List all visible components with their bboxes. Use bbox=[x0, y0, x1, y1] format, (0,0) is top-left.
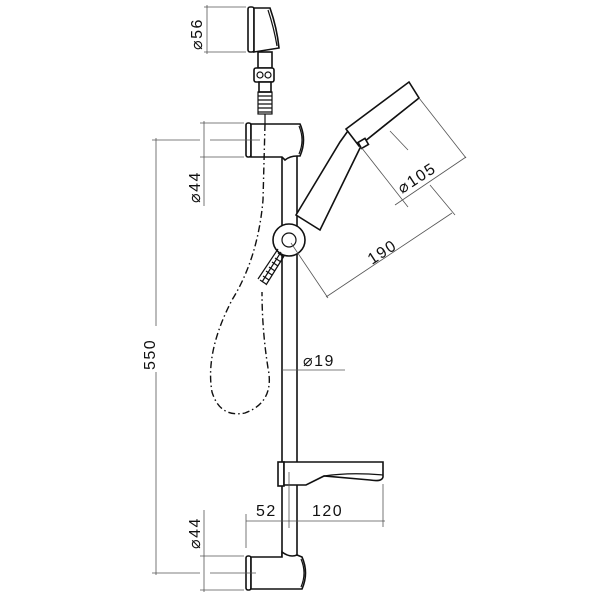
flexible-hose bbox=[209, 123, 285, 415]
soap-dish bbox=[277, 461, 384, 487]
hose-connector bbox=[253, 51, 275, 124]
label-rail-diameter: ⌀19 bbox=[303, 353, 335, 370]
label-top-bracket-diameter: ⌀44 bbox=[187, 171, 204, 203]
sliding-rail bbox=[281, 149, 298, 576]
label-soap-dish-projection: 120 bbox=[312, 503, 343, 520]
top-wall-bracket bbox=[245, 122, 305, 162]
label-outlet-diameter: ⌀56 bbox=[189, 18, 206, 50]
label-handshower-diameter: ⌀105 bbox=[395, 160, 440, 197]
dim-overall-height: 550 bbox=[138, 138, 200, 575]
wall-outlet bbox=[247, 6, 280, 53]
label-handshower-projection: 190 bbox=[365, 237, 400, 268]
dim-bottom-bracket-diameter: ⌀44 bbox=[187, 510, 256, 592]
hand-shower bbox=[294, 80, 421, 232]
label-overall-height: 550 bbox=[142, 339, 159, 370]
dim-bracket-soapdish-projection: 52 120 bbox=[245, 472, 385, 548]
dim-top-bracket-diameter: ⌀44 bbox=[187, 121, 260, 206]
dim-outlet-diameter: ⌀56 bbox=[189, 5, 246, 54]
bottom-wall-bracket bbox=[245, 550, 307, 591]
dim-rail-diameter: ⌀19 bbox=[282, 353, 345, 371]
label-bracket-projection: 52 bbox=[256, 503, 277, 520]
hose-spring-lower bbox=[257, 248, 285, 286]
adjustable-slider bbox=[272, 223, 306, 257]
hose-spring-top bbox=[257, 91, 273, 115]
label-bottom-bracket-diameter: ⌀44 bbox=[187, 517, 204, 549]
